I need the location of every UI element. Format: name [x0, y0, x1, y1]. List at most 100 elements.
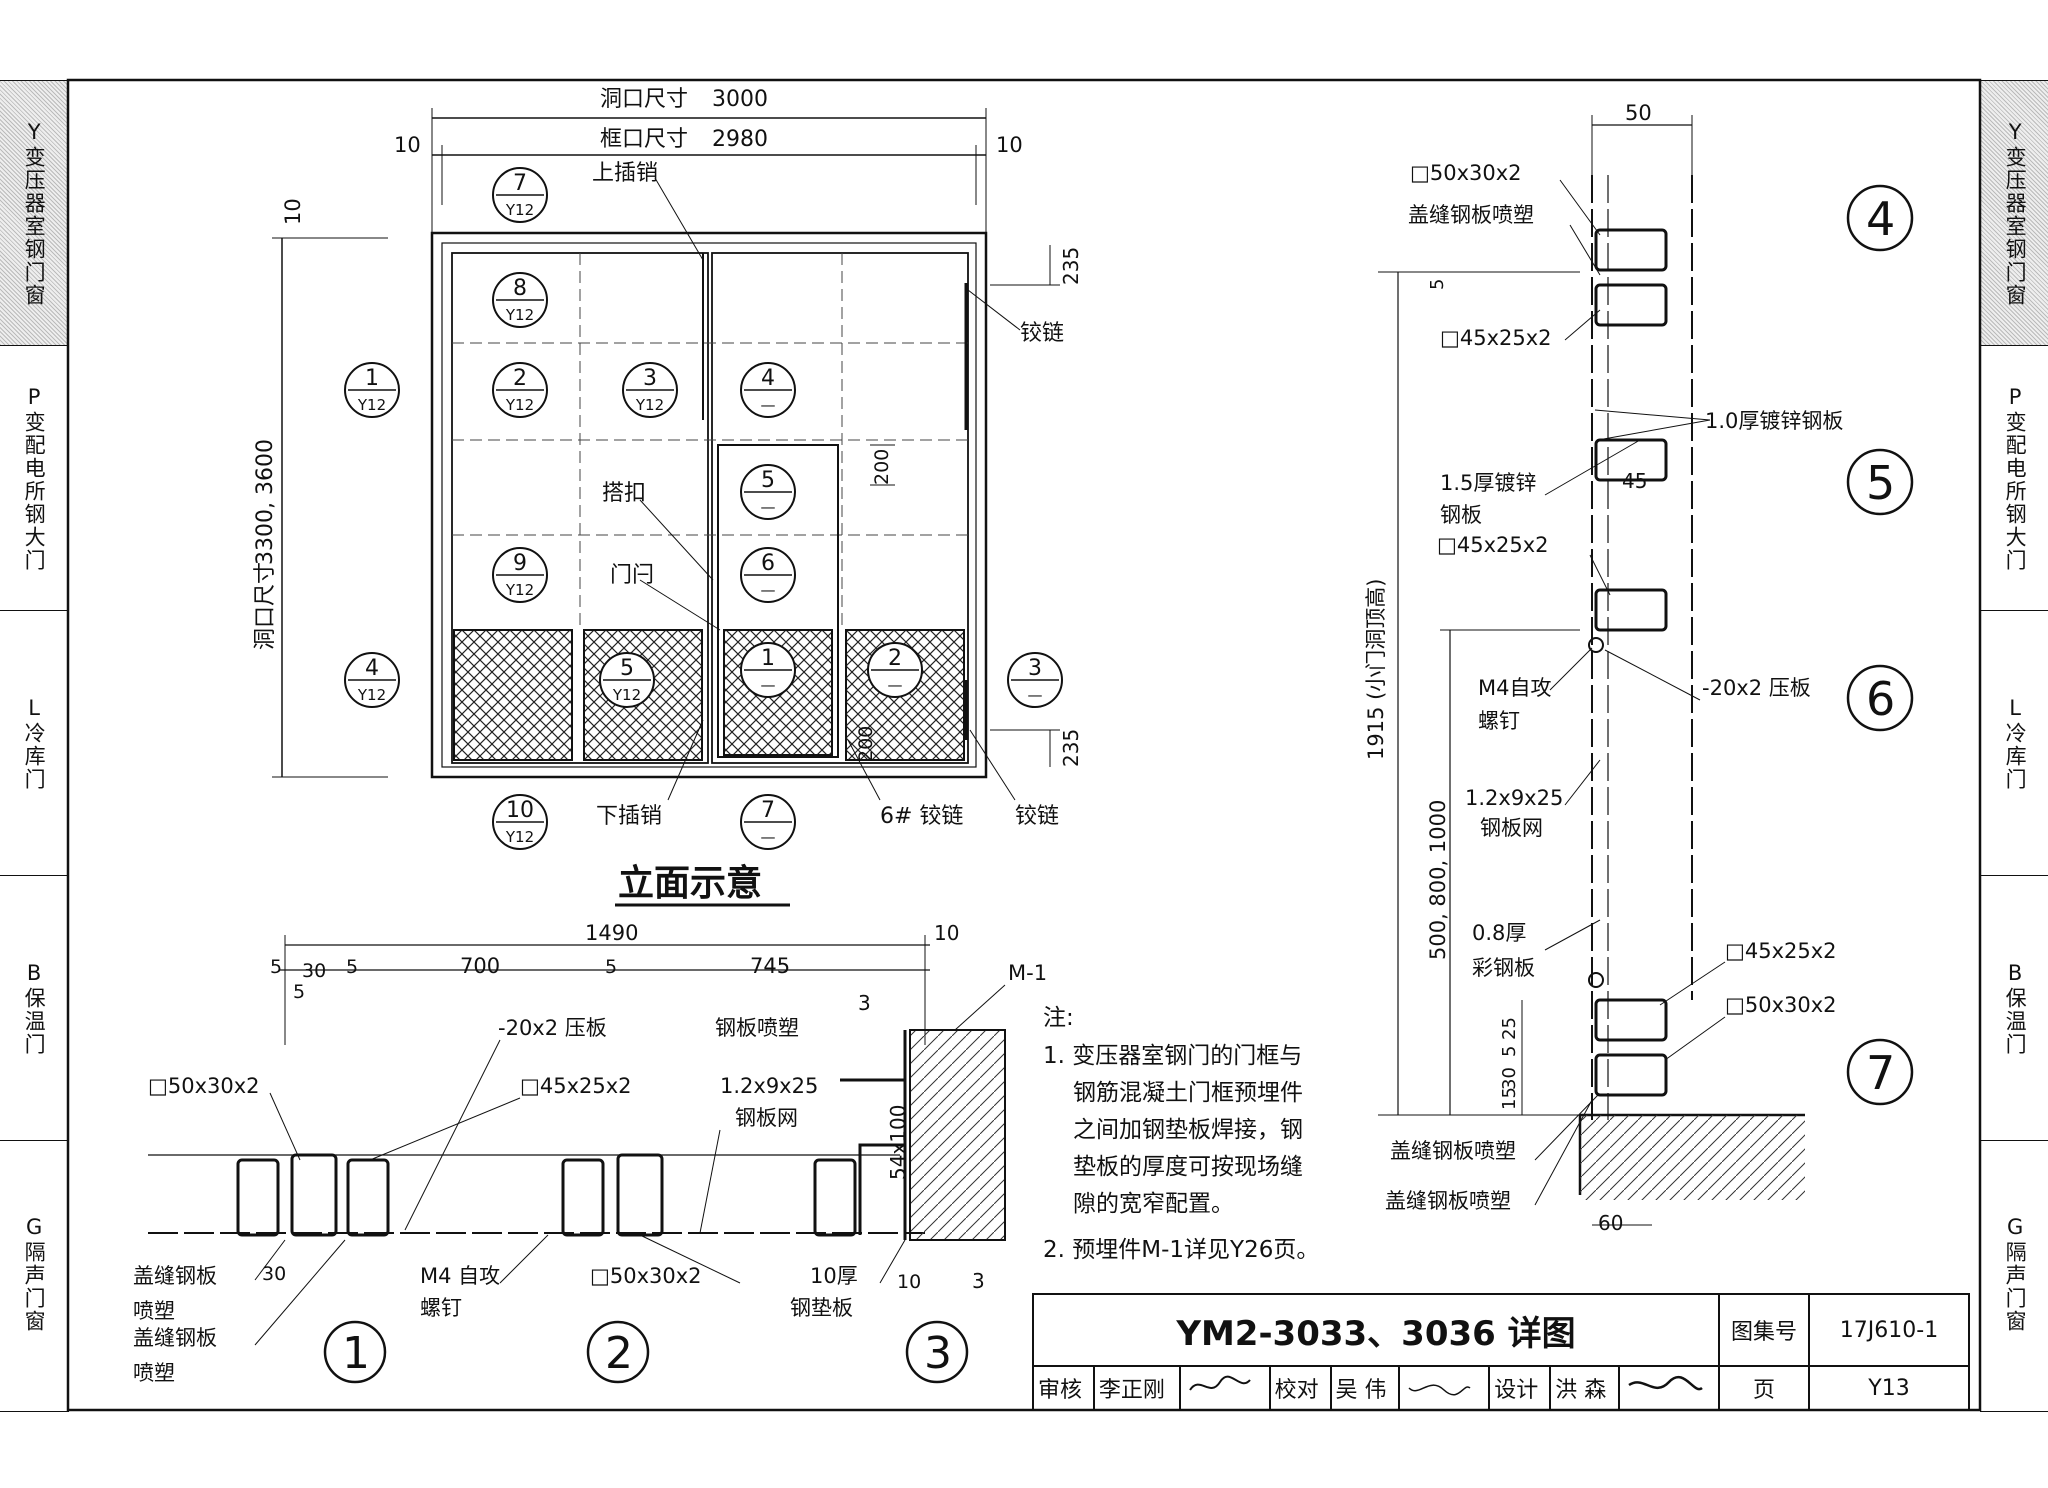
note-line-2: 钢筋混凝土门框预埋件 [1073, 1080, 1303, 1106]
dim-54: 54x100 [886, 1105, 910, 1180]
elevation-title: 立面示意 [618, 863, 762, 904]
callout-reference: — [888, 676, 903, 694]
label-hinge-bottom: 铰链 [1015, 804, 1059, 829]
tab-G[interactable]: G隔声门窗 [0, 1141, 68, 1406]
dim-right: 10 [934, 921, 959, 945]
gap-left: 10 [394, 133, 421, 157]
callout-reference: Y12 [635, 396, 664, 414]
tab-Y-label: Y变压器室钢门窗 [22, 119, 47, 307]
note-line-1: 1. 变压器室钢门的门框与 [1043, 1043, 1302, 1069]
check-label: 校对 [1268, 1365, 1332, 1411]
callout-bubble: 5— [740, 464, 796, 520]
note-line-3: 之间加钢垫板焊接，钢 [1073, 1117, 1303, 1143]
label-pad: 10厚 [810, 1264, 858, 1288]
callout-bubble: 1— [740, 642, 796, 698]
dim-3a: 3 [858, 991, 871, 1015]
note-line-5: 隙的宽窄配置。 [1073, 1191, 1234, 1217]
label-hinge-top: 铰链 [1020, 321, 1064, 346]
tab-L-right[interactable]: L冷库门 [1981, 611, 2048, 876]
tab-P[interactable]: P变配电所钢大门 [0, 346, 68, 611]
note-line-4: 垫板的厚度可按现场缝 [1073, 1154, 1303, 1180]
callout-reference: — [761, 581, 776, 599]
callout-reference: Y12 [357, 396, 386, 414]
vs-label-tube-50c: □50x30x2 [1725, 993, 1837, 1017]
dim-10: 10 [897, 1271, 921, 1293]
callout-bubble: 4— [740, 362, 796, 418]
notes: 注: 1. 变压器室钢门的门框与 钢筋混凝土门框预埋件 之间加钢垫板焊接，钢 垫… [1043, 1005, 1319, 1263]
callout-number: 4 [761, 366, 775, 391]
callout-reference: Y12 [505, 201, 534, 219]
tab-B-right-label: B保温门 [2003, 960, 2028, 1056]
tab-B-right[interactable]: B保温门 [1981, 876, 2048, 1141]
vs-label-galv-15b: 钢板 [1440, 503, 1482, 527]
checker-signature [1398, 1365, 1491, 1411]
vs-label-galv-10: 1.0厚镀锌钢板 [1705, 409, 1843, 433]
vs-dim-15: 15 [1499, 1087, 1520, 1110]
tab-G-label: G隔声门窗 [22, 1214, 47, 1333]
callout-bubble: 6— [740, 547, 796, 603]
callout-reference: Y12 [505, 828, 534, 846]
vertical-section: 50 60 1915 (小门洞顶高) [1364, 101, 1914, 1235]
callout-reference: — [761, 676, 776, 694]
label-mesh: 1.2x9x25 [720, 1074, 818, 1098]
vs-label-cover-b2: 盖缝钢板喷塑 [1385, 1189, 1511, 1213]
svg-text:4: 4 [1866, 192, 1895, 246]
svg-text:7: 7 [1866, 1046, 1895, 1100]
hinge-offset-top: 235 [1059, 247, 1083, 285]
dim-f: 745 [750, 954, 790, 978]
vs-label-tube-50: □50x30x2 [1410, 161, 1522, 185]
callout-bubble: 2— [867, 642, 923, 698]
vs-label-tube-45c: □45x25x2 [1725, 939, 1837, 963]
right-leaf [711, 252, 969, 764]
dim-c: 5 [346, 956, 358, 978]
label-cover1: 盖缝钢板 [133, 1264, 217, 1288]
vs-label-tube-45a: □45x25x2 [1440, 326, 1552, 350]
frame-width-value: 2980 [712, 127, 768, 152]
title-block: YM2-3033、3036 详图 图集号 17J610-1 审核 李正刚 校对 … [1032, 1293, 1970, 1411]
tab-B-label: B保温门 [22, 960, 47, 1056]
vs-label-mesh2: 钢板网 [1480, 816, 1543, 840]
callout-number: 1 [365, 366, 379, 391]
dim-b: 30 [302, 960, 326, 982]
vs-label-tube-45b: □45x25x2 [1437, 533, 1549, 557]
tab-B[interactable]: B保温门 [0, 876, 68, 1141]
vs-label-color2: 彩钢板 [1472, 956, 1535, 980]
tab-L-right-label: L冷库门 [2003, 695, 2028, 791]
frame-width-label: 框口尺寸 [600, 127, 688, 152]
tab-Y[interactable]: Y变压器室钢门窗 [0, 81, 68, 346]
hinge-offset-bottom: 235 [1059, 729, 1083, 767]
dim-g: 5 [293, 981, 305, 1003]
gap-right: 10 [996, 133, 1023, 157]
callout-number: 5 [620, 656, 634, 681]
section-number-3: 3 [905, 1320, 969, 1384]
callout-number: 9 [513, 551, 527, 576]
designer-name: 洪 森 [1549, 1365, 1620, 1411]
svg-text:1: 1 [342, 1328, 370, 1379]
label-top-bolt: 上插销 [592, 161, 658, 186]
callout-reference: Y12 [612, 686, 641, 704]
designer-signature [1618, 1365, 1720, 1411]
callout-reference: — [761, 498, 776, 516]
section-number-2: 2 [586, 1320, 650, 1384]
label-cover2b: 喷塑 [133, 1361, 175, 1385]
tab-Y-right[interactable]: Y变压器室钢门窗 [1981, 81, 2048, 346]
vs-dim-top: 50 [1625, 101, 1652, 125]
tab-L[interactable]: L冷库门 [0, 611, 68, 876]
callout-number: 8 [513, 276, 527, 301]
horizontal-section: 1490 10 5 30 5 700 5 745 5 [133, 921, 1047, 1385]
note-line-6: 2. 预埋件M-1详见Y26页。 [1043, 1237, 1319, 1263]
vs-number-7: 7 [1846, 1038, 1914, 1106]
gap-top: 10 [281, 198, 305, 225]
vs-label-cover-b1: 盖缝钢板喷塑 [1390, 1139, 1516, 1163]
label-steel-spray: 钢板喷塑 [715, 1016, 799, 1040]
tab-P-right[interactable]: P变配电所钢大门 [1981, 346, 2048, 611]
floor-slab [1580, 1115, 1805, 1200]
tab-G-right[interactable]: G隔声门窗 [1981, 1141, 2048, 1406]
callout-reference: — [1028, 686, 1043, 704]
